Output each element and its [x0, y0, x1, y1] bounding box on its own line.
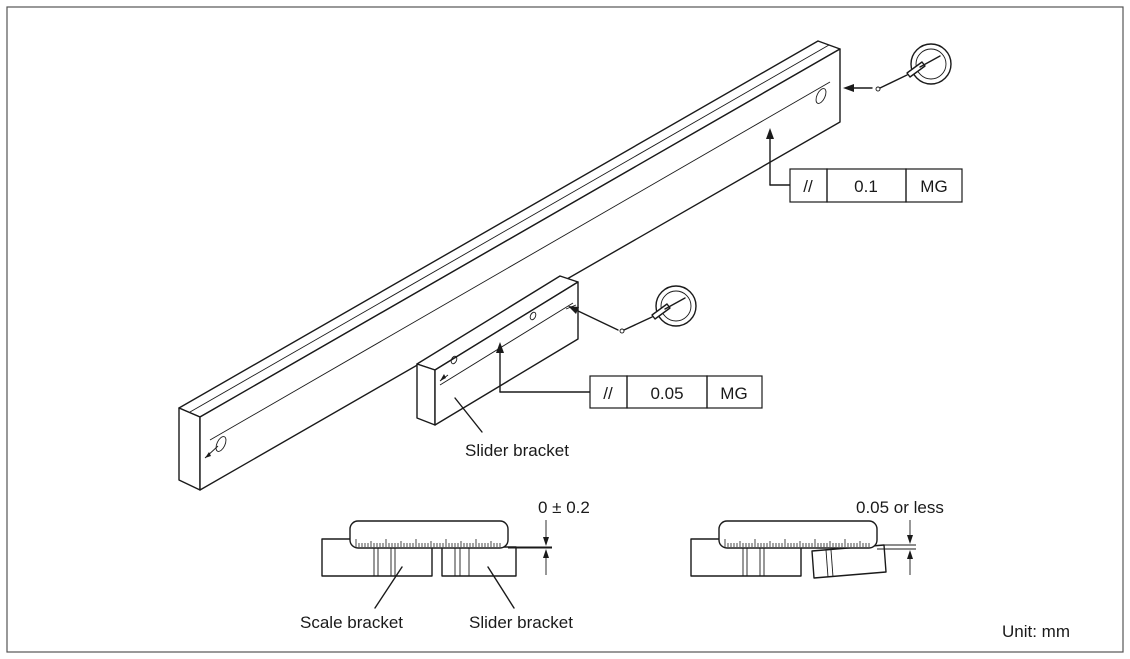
dial-indicator-icon: [619, 285, 697, 334]
scale-bracket-label: Scale bracket: [300, 613, 403, 632]
parallelism-symbol: //: [603, 384, 613, 403]
offset-label-right: 0.05 or less: [856, 498, 944, 517]
datum-label: MG: [920, 177, 947, 196]
tolerance-value: 0.05: [650, 384, 683, 403]
detail-right: 0.05 or less: [690, 498, 944, 579]
detail-left: 0 ± 0.2 Scale bracket Slider bracket: [300, 498, 590, 632]
dial-indicator-icon: [875, 43, 952, 92]
tolerance-frame-upper: // 0.1 MG: [789, 168, 963, 203]
slider-bracket-block: [416, 275, 579, 426]
slider-bracket-detail-label: Slider bracket: [469, 613, 573, 632]
slider-bracket-label: Slider bracket: [465, 441, 569, 460]
parallelism-symbol: //: [803, 177, 813, 196]
unit-label: Unit: mm: [1002, 622, 1070, 641]
scale-bar: [178, 40, 841, 491]
frame-border: [6, 6, 1124, 653]
tolerance-frame-lower: // 0.05 MG: [589, 375, 763, 409]
tolerance-value: 0.1: [854, 177, 878, 196]
datum-label: MG: [720, 384, 747, 403]
offset-label-left: 0 ± 0.2: [538, 498, 590, 517]
